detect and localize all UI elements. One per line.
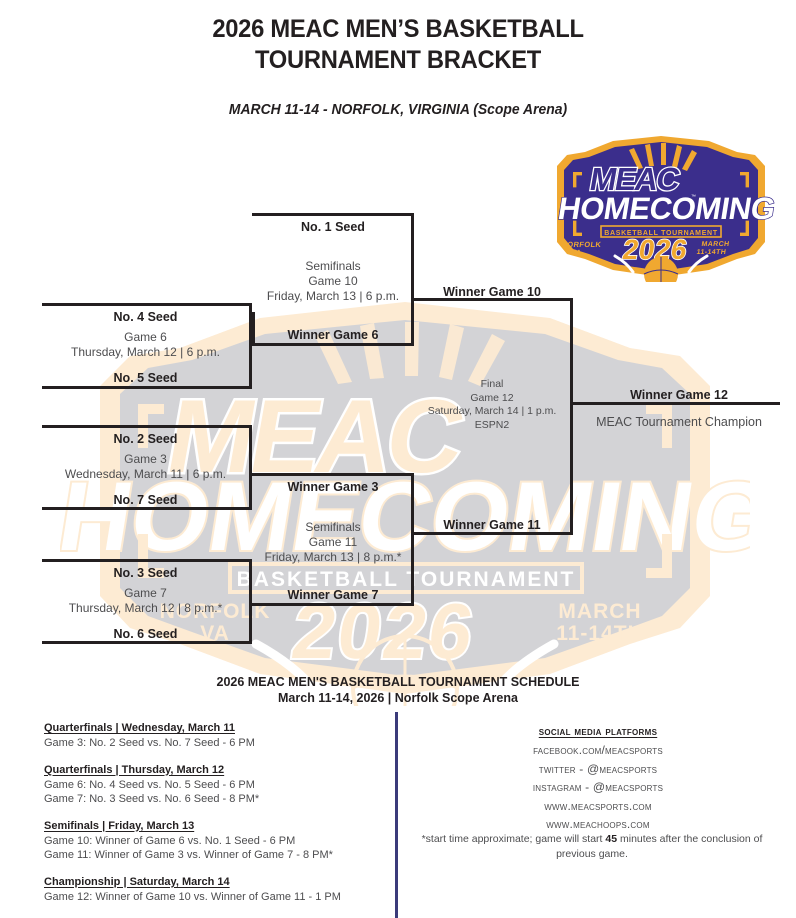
bracket-winner-game-6: Winner Game 6	[287, 328, 379, 342]
social-media-link[interactable]: www.MEACSports.com	[544, 798, 652, 813]
page-subtitle: MARCH 11-14 - NORFOLK, VIRGINIA (Scope A…	[228, 102, 568, 118]
social-media-link[interactable]: Instagram - @MEACSports	[532, 780, 664, 794]
bracket-line-wg3-top	[252, 473, 414, 476]
bracket-game3-info: Game 3 Wednesday, March 11 | 6 p.m.	[42, 452, 249, 482]
social-media-links: Facebook.com/MEACSportsTwitter - @MEACSp…	[420, 741, 776, 834]
social-media-block: Social Media Platforms Facebook.com/MEAC…	[420, 724, 776, 834]
page-title: 2026 MEAC MEN’S BASKETBALL TOURNAMENT BR…	[20, 0, 776, 76]
bracket-winner-game-12: Winner Game 12	[630, 388, 728, 402]
schedule-header: 2026 MEAC MEN'S BASKETBALL TOURNAMENT SC…	[0, 674, 796, 706]
game11-line3: Friday, March 13 | 8 p.m.*	[264, 550, 402, 564]
bracket-seed-3: No. 3 Seed	[113, 566, 178, 580]
game11-line2: Game 11	[308, 535, 358, 549]
bracket-champion-label: MEAC Tournament Champion	[596, 415, 762, 429]
bracket-game6-info: Game 6 Thursday, March 12 | 6 p.m.	[42, 330, 249, 360]
bracket-seed-4: No. 4 Seed	[113, 310, 178, 324]
svg-text:MEAC: MEAC	[587, 161, 682, 197]
game12-line1: Final	[480, 378, 504, 390]
footnote-part1: *start time approximate; game will start	[421, 833, 606, 845]
schedule-group-heading: Quarterfinals | Wednesday, March 11	[44, 722, 235, 734]
bracket-seed-1: No. 1 Seed	[301, 220, 365, 234]
game6-line2: Thursday, March 12 | 6 p.m.	[71, 345, 220, 359]
bracket-line-game3-right	[249, 425, 252, 510]
social-media-title: Social Media Platforms	[538, 724, 658, 738]
game7-line2: Thursday, March 12 | 8 p.m.*	[68, 601, 223, 615]
svg-text:HOMECOMING: HOMECOMING	[556, 191, 777, 226]
social-media-link[interactable]: www.MEAChoops.com	[546, 817, 650, 831]
social-media-link[interactable]: Twitter - @MEACSports	[538, 761, 658, 776]
schedule-group-heading: Championship | Saturday, March 14	[44, 875, 230, 888]
bracket-line-wg6-bottom	[252, 343, 414, 346]
bracket-final-info: Final Game 12 Saturday, March 14 | 1 p.m…	[411, 378, 573, 432]
bracket-winner-game-11: Winner Game 11	[443, 518, 541, 532]
bracket-seed-7: No. 7 Seed	[113, 493, 178, 507]
schedule-game-line: Game 12: Winner of Game 10 vs. Winner of…	[44, 890, 341, 903]
schedule-group: Championship | Saturday, March 14 Game 12…	[44, 876, 374, 905]
meac-homecoming-logo: MEAC ™ HOMECOMING BASKETBALL TOURNAMENT …	[545, 134, 777, 282]
page-header: 2026 MEAC MEN’S BASKETBALL TOURNAMENT BR…	[0, 0, 796, 118]
footnote: *start time approximate; game will start…	[402, 832, 782, 862]
game10-line2: Game 10	[308, 274, 358, 288]
footnote-part2: minutes after the conclusion of previous…	[556, 833, 763, 860]
social-media-link[interactable]: Facebook.com/MEACSports	[533, 743, 663, 757]
bracket-line-seed6-bottom	[42, 641, 252, 644]
game11-line1: Semifinals	[305, 520, 361, 534]
footnote-bold-number: 45	[605, 833, 618, 845]
game3-line1: Game 3	[124, 452, 167, 466]
bracket-line-seed7-bottom	[42, 507, 252, 510]
bracket-game10-info: Semifinals Game 10 Friday, March 13 | 6 …	[244, 259, 422, 304]
bracket-line-seed4-top	[42, 303, 252, 306]
schedule-group: Quarterfinals | Thursday, March 12 Game 6…	[44, 764, 374, 807]
game12-line2: Game 12	[470, 391, 514, 404]
bracket-line-game6-right	[249, 303, 252, 389]
game12-line3: Saturday, March 14 | 1 p.m.	[427, 405, 557, 417]
bracket-line-wg11	[411, 532, 573, 535]
game7-line1: Game 7	[124, 586, 167, 600]
bracket-line-seed5-bottom	[42, 386, 252, 389]
bracket-line-seed2-top	[42, 425, 252, 428]
bracket-winner-game-7: Winner Game 7	[287, 588, 379, 602]
bracket-line-wg7-bottom	[252, 603, 414, 606]
schedule-game-line: Game 11: Winner of Game 3 vs. Winner of …	[44, 849, 333, 861]
schedule-game-line: Game 6: No. 4 Seed vs. No. 5 Seed - 6 PM	[44, 778, 255, 791]
schedule-group-heading: Semifinals | Friday, March 13	[44, 819, 195, 832]
bracket-game7-info: Game 7 Thursday, March 12 | 8 p.m.*	[42, 586, 249, 616]
svg-text:BASKETBALL TOURNAMENT: BASKETBALL TOURNAMENT	[604, 230, 718, 237]
game10-line1: Semifinals	[305, 259, 361, 273]
schedule-game-line: Game 10: Winner of Game 6 vs. No. 1 Seed…	[44, 834, 296, 847]
svg-text:MARCH: MARCH	[701, 241, 730, 248]
schedule-group-heading: Quarterfinals | Thursday, March 12	[44, 763, 225, 776]
bracket-line-game10-right	[411, 213, 414, 346]
schedule-group: Quarterfinals | Wednesday, March 11 Game …	[44, 722, 374, 751]
bracket-seed-6: No. 6 Seed	[113, 627, 178, 641]
bracket-line-seed3-top	[42, 559, 252, 562]
schedule-game-line: Game 7: No. 3 Seed vs. No. 6 Seed - 8 PM…	[44, 793, 260, 805]
game10-line3: Friday, March 13 | 6 p.m.	[266, 289, 400, 303]
bracket-seed-5: No. 5 Seed	[113, 371, 178, 385]
schedule-subtitle: March 11-14, 2026 | Norfolk Scope Arena	[278, 691, 518, 705]
svg-text:NORFOLK: NORFOLK	[561, 240, 602, 249]
schedule-group: Semifinals | Friday, March 13 Game 10: Wi…	[44, 820, 374, 863]
schedule-game-line: Game 3: No. 2 Seed vs. No. 7 Seed - 6 PM	[44, 737, 255, 749]
schedule-list: Quarterfinals | Wednesday, March 11 Game …	[44, 722, 374, 904]
bracket-seed-2: No. 2 Seed	[113, 432, 178, 446]
bracket-winner-game-3: Winner Game 3	[287, 480, 379, 494]
schedule-title: 2026 MEAC MEN'S BASKETBALL TOURNAMENT SC…	[216, 675, 580, 689]
svg-text:™: ™	[691, 194, 696, 200]
svg-text:11-14TH: 11-14TH	[696, 249, 727, 256]
game12-line4: ESPN2	[474, 418, 510, 431]
bracket-line-wg10-top	[411, 298, 573, 301]
bracket-line-seed1-top	[252, 213, 414, 216]
svg-text:VA: VA	[570, 248, 582, 257]
game3-line2: Wednesday, March 11 | 6 p.m.	[64, 467, 227, 481]
game6-line1: Game 6	[124, 330, 167, 344]
bracket-winner-game-10: Winner Game 10	[443, 285, 541, 299]
page-title-line2: TOURNAMENT BRACKET	[254, 46, 542, 74]
section-divider	[395, 712, 398, 918]
bracket-line-wg12	[570, 402, 780, 405]
bracket-game11-info: Semifinals Game 11 Friday, March 13 | 8 …	[244, 520, 422, 565]
page-title-line1: 2026 MEAC MEN’S BASKETBALL	[212, 15, 584, 43]
